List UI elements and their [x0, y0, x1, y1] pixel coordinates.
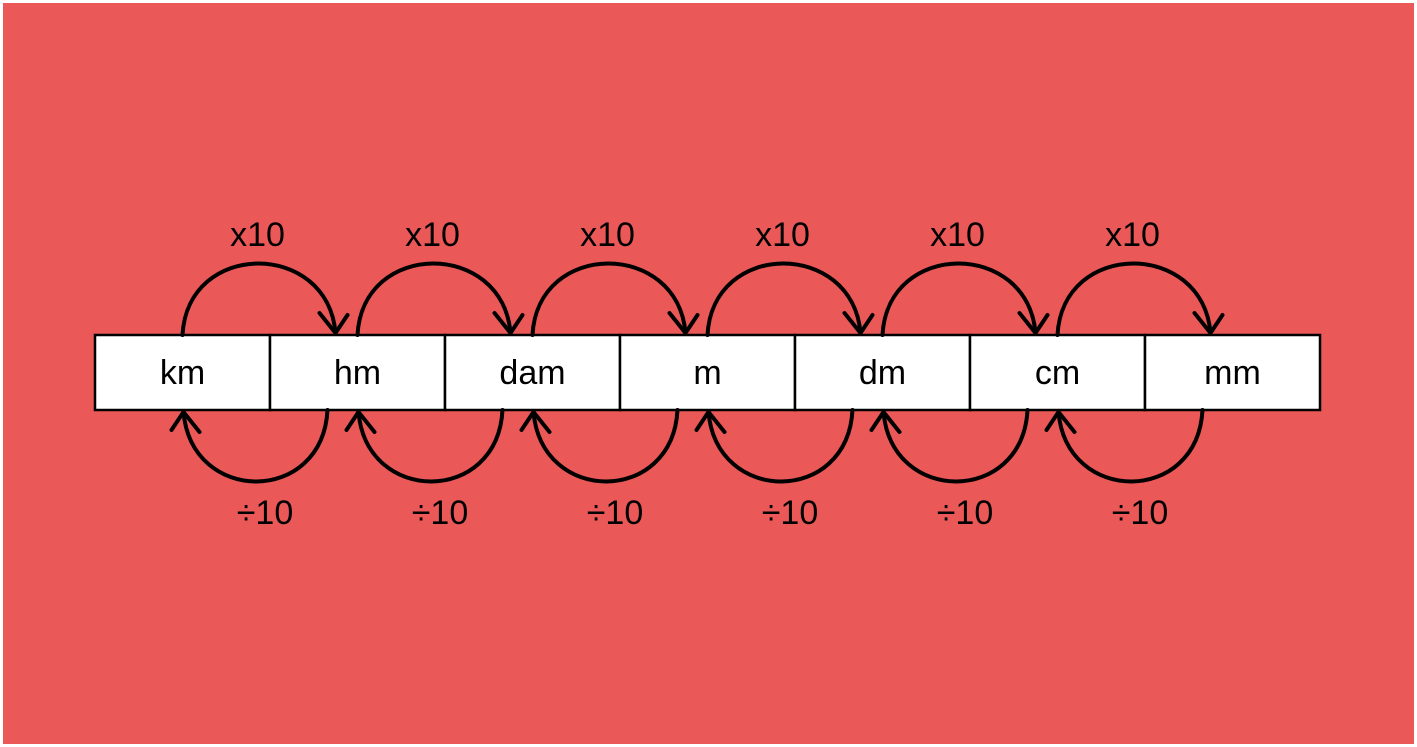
- multiply-label: x10: [405, 216, 460, 254]
- multiply-label: x10: [1105, 216, 1160, 254]
- unit-box: [443, 333, 622, 412]
- arrowhead-up: [344, 410, 377, 434]
- unit-cell-dam: dam: [443, 333, 622, 412]
- multiply-label: x10: [230, 216, 285, 254]
- divide-arrow: ÷10: [344, 408, 505, 532]
- divide-label: ÷10: [587, 494, 643, 532]
- arrowhead-down: [842, 311, 875, 335]
- divide-label: ÷10: [937, 494, 993, 532]
- divide-label: ÷10: [1112, 494, 1168, 532]
- arrowhead-up: [694, 410, 727, 434]
- arc-line: [181, 408, 330, 484]
- arc-line: [880, 261, 1038, 337]
- arrowhead-down: [1017, 311, 1050, 335]
- unit-label: km: [160, 354, 205, 392]
- unit-cell-km: km: [93, 333, 272, 412]
- multiply-arrow: x10: [880, 216, 1050, 337]
- arc-line: [1055, 261, 1213, 337]
- arc-line: [531, 408, 680, 484]
- arrowhead-down: [492, 311, 525, 335]
- arrowhead-down: [667, 311, 700, 335]
- arrowhead-up: [169, 410, 202, 434]
- unit-label: hm: [334, 354, 381, 392]
- divide-arrow: ÷10: [869, 408, 1030, 532]
- unit-label: m: [693, 354, 721, 392]
- unit-cell-hm: hm: [268, 333, 447, 412]
- divide-arrow: ÷10: [1044, 408, 1205, 532]
- unit-box: [968, 333, 1147, 412]
- divide-arrow: ÷10: [519, 408, 680, 532]
- unit-cell-dm: dm: [793, 333, 972, 412]
- unit-cell-cm: cm: [968, 333, 1147, 412]
- arc-line: [356, 408, 505, 484]
- divide-label: ÷10: [762, 494, 818, 532]
- divide-label: ÷10: [412, 494, 468, 532]
- divide-label: ÷10: [237, 494, 293, 532]
- multiply-arrow: x10: [355, 216, 525, 337]
- multiply-arrows: x10 x10 x10 x10 x10 x10: [180, 216, 1225, 337]
- multiply-arrow: x10: [705, 216, 875, 337]
- multiply-label: x10: [930, 216, 985, 254]
- arrowhead-up: [1044, 410, 1077, 434]
- arrowhead-down: [317, 311, 350, 335]
- multiply-label: x10: [755, 216, 810, 254]
- multiply-label: x10: [580, 216, 635, 254]
- divide-arrow: ÷10: [169, 408, 330, 532]
- arc-line: [180, 261, 338, 337]
- unit-label: mm: [1204, 354, 1261, 392]
- unit-label: cm: [1035, 354, 1080, 392]
- arc-line: [881, 408, 1030, 484]
- divide-arrow: ÷10: [694, 408, 855, 532]
- unit-box: [793, 333, 972, 412]
- arrowhead-down: [1192, 311, 1225, 335]
- multiply-arrow: x10: [530, 216, 700, 337]
- unit-cell-m: m: [618, 333, 797, 412]
- unit-cell-mm: mm: [1143, 333, 1322, 412]
- unit-label: dam: [499, 354, 565, 392]
- arc-line: [705, 261, 863, 337]
- arc-line: [1056, 408, 1205, 484]
- arc-line: [355, 261, 513, 337]
- arc-line: [706, 408, 855, 484]
- arrowhead-up: [519, 410, 552, 434]
- arrowhead-up: [869, 410, 902, 434]
- multiply-arrow: x10: [180, 216, 350, 337]
- unit-box: [1143, 333, 1322, 412]
- unit-box: [618, 333, 797, 412]
- arc-line: [530, 261, 688, 337]
- unit-box: [93, 333, 272, 412]
- unit-row: km hm dam m dm cm mm: [93, 333, 1322, 412]
- multiply-arrow: x10: [1055, 216, 1225, 337]
- divide-arrows: ÷10 ÷10 ÷10 ÷10 ÷10 ÷10: [169, 408, 1205, 532]
- unit-label: dm: [859, 354, 906, 392]
